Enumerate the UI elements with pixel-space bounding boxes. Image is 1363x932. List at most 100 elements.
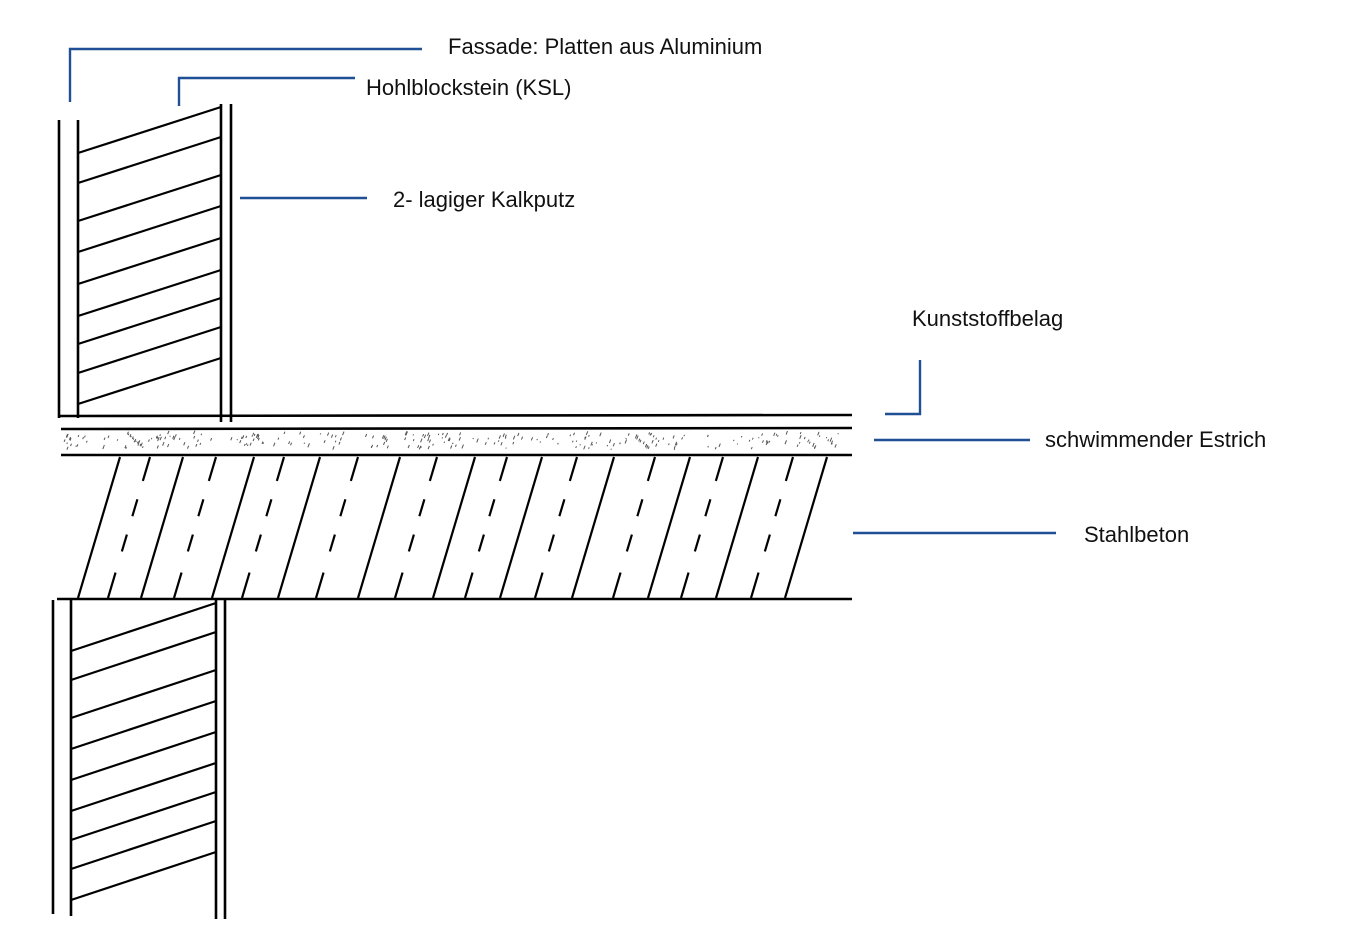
concrete-hatch-line	[431, 456, 477, 599]
screed-grain	[175, 434, 177, 437]
screed-grain	[126, 431, 129, 435]
screed-grain	[137, 440, 141, 445]
screed-grain	[627, 433, 630, 436]
upper-wall	[57, 104, 233, 422]
screed-grain	[283, 431, 286, 435]
screed-grain	[66, 433, 69, 438]
screed-grain	[200, 433, 203, 436]
masonry-hatch-line	[70, 699, 217, 751]
screed-grain	[246, 444, 249, 447]
screed-grain	[239, 440, 242, 444]
concrete-dash-line	[749, 572, 760, 599]
screed-grain	[714, 446, 717, 450]
screed-grain	[127, 433, 130, 436]
screed-grain	[407, 444, 410, 449]
screed-grain	[446, 432, 449, 436]
screed-grain	[193, 430, 196, 435]
screed-grain	[242, 435, 245, 439]
screed-grain	[245, 443, 248, 445]
screed-grain	[65, 434, 68, 438]
screed-grain	[461, 444, 464, 449]
screed-grain	[257, 437, 260, 441]
screed-grain	[261, 441, 264, 445]
screed-grain	[817, 431, 820, 436]
screed-grain	[796, 444, 799, 448]
screed-grain	[647, 446, 650, 449]
screed-grain	[608, 439, 612, 444]
concrete-hatch-line	[570, 456, 616, 599]
screed-grain	[818, 435, 821, 438]
screed-grain	[662, 437, 665, 440]
screed-grain	[583, 445, 586, 450]
screed-grain	[454, 444, 457, 447]
screed-grain	[299, 431, 302, 435]
screed-grain	[432, 443, 434, 446]
screed-grain	[85, 440, 88, 443]
screed-grain	[646, 445, 649, 449]
screed-grain	[70, 443, 72, 447]
masonry-hatch-line	[77, 204, 222, 254]
screed-grain	[648, 432, 651, 435]
screed-grain	[197, 439, 199, 443]
concrete-dash-line	[186, 534, 194, 552]
screed-grain	[253, 433, 256, 437]
screed-grain	[412, 439, 415, 442]
screed-grain	[427, 432, 430, 437]
screed-grain	[458, 437, 461, 441]
screed-grain	[681, 437, 684, 440]
screed-grain	[249, 442, 252, 446]
screed-grain	[512, 441, 515, 445]
screed-grain	[504, 437, 507, 439]
screed-grain	[487, 437, 490, 440]
screed-grain	[766, 441, 769, 444]
masonry-hatch-line	[70, 790, 217, 842]
screed-grain	[186, 445, 190, 449]
upper-wall-hatch	[77, 105, 222, 406]
concrete-dash-line	[240, 572, 251, 599]
screed-grain	[552, 437, 554, 441]
screed-grain	[642, 441, 645, 445]
screed-grain	[675, 443, 678, 446]
label-estrich: schwimmender Estrich	[1045, 427, 1267, 452]
screed-grain	[798, 441, 801, 444]
screed-grain	[342, 431, 345, 436]
screed-grain	[172, 435, 175, 439]
screed-grain	[103, 437, 106, 441]
screed-grain	[427, 438, 429, 442]
screed-grain	[302, 435, 305, 439]
masonry-hatch-line	[70, 668, 217, 720]
concrete-dash-line	[197, 498, 205, 517]
screed-grain	[404, 431, 408, 436]
screed-grain	[829, 437, 833, 442]
concrete-dash-line	[349, 456, 360, 482]
concrete-dash-line	[106, 572, 117, 599]
screed-grain	[585, 431, 589, 436]
concrete-dash-line	[568, 456, 579, 482]
screed-grain	[68, 436, 71, 440]
screed-grain	[590, 441, 593, 446]
screed-grain	[512, 435, 516, 440]
screed-grain	[133, 440, 136, 443]
concrete-dash-line	[533, 572, 544, 599]
concrete-dash-line	[636, 498, 644, 517]
screed-grain	[497, 440, 500, 442]
masonry-hatch-line	[77, 268, 222, 318]
screed-grain	[323, 440, 326, 444]
screed-grain	[156, 436, 159, 440]
screed-grain	[599, 432, 602, 437]
screed-grain	[606, 444, 609, 447]
screed-grain	[164, 436, 167, 440]
screed-grain	[444, 434, 447, 438]
screed-grain	[422, 433, 425, 437]
screed-grain	[290, 442, 293, 446]
screed-grain	[777, 434, 779, 437]
leader-lines	[68, 47, 1056, 535]
screed-grain	[808, 441, 811, 444]
masonry-hatch-line	[77, 173, 222, 223]
concrete-dash-line	[314, 572, 325, 599]
screed-grain	[428, 439, 431, 443]
concrete-hatch-line	[210, 456, 256, 599]
screed-grain	[84, 435, 86, 438]
screed-grain	[167, 430, 170, 435]
